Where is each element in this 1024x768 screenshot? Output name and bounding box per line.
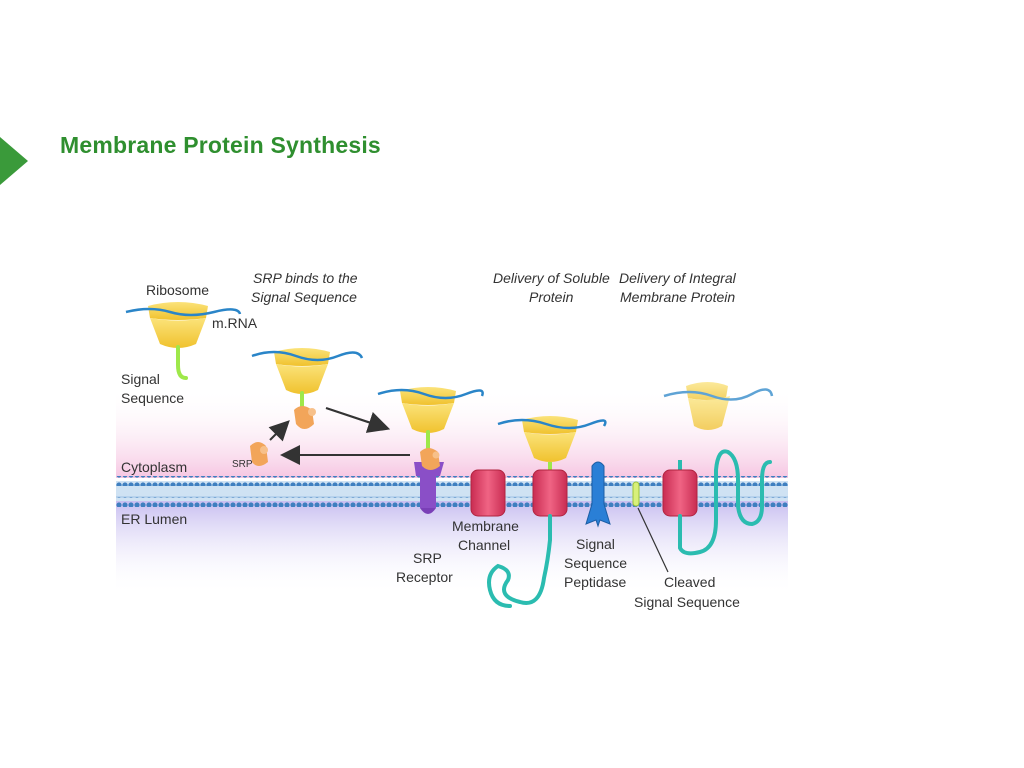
cleaved-signal-sequence (632, 481, 640, 507)
lipid-bilayer (116, 476, 788, 507)
srp-receptor (414, 448, 444, 514)
label-mrna: m.RNA (212, 315, 258, 331)
label-delivery-integral-line1: Delivery of Integral (619, 270, 737, 286)
label-ribosome: Ribosome (146, 282, 209, 298)
signal-peptidase (585, 461, 611, 528)
label-srp-binds-line2: Signal Sequence (251, 289, 357, 305)
label-signal-peptidase-line1: Signal (576, 536, 615, 552)
membrane-channel-3 (662, 469, 698, 517)
label-signal-peptidase-line3: Peptidase (564, 574, 626, 590)
slide-bullet-marker (0, 137, 28, 185)
label-signal-sequence-line2: Sequence (121, 390, 184, 406)
label-srp-receptor-line1: SRP (413, 550, 442, 566)
arrow-to-receptor (325, 406, 391, 433)
label-cytoplasm: Cytoplasm (121, 459, 187, 475)
integral-protein-chain (678, 449, 772, 556)
soluble-protein-chain (487, 514, 552, 608)
label-cleaved-signal-line2: Signal Sequence (634, 594, 740, 610)
label-signal-peptidase-line2: Sequence (564, 555, 627, 571)
ribosome-4 (497, 416, 607, 470)
cleaved-signal-pointer (637, 507, 669, 573)
slide-title: Membrane Protein Synthesis (60, 132, 381, 158)
label-cleaved-signal-line1: Cleaved (664, 574, 715, 590)
ribosome-1 (125, 302, 242, 380)
label-srp: SRP (232, 459, 253, 470)
membrane-channel-2 (532, 469, 568, 517)
ribosome-3 (377, 387, 484, 450)
label-er-lumen: ER Lumen (121, 511, 187, 527)
srp-particle (250, 442, 268, 466)
label-srp-binds-line1: SRP binds to the (253, 270, 358, 286)
membrane-channel-1 (470, 469, 506, 517)
ribosome-2 (251, 348, 364, 429)
arrow-srp-to-ribosome (268, 420, 290, 442)
label-delivery-soluble-line1: Delivery of Soluble (493, 270, 610, 286)
label-membrane-channel-line2: Channel (458, 537, 510, 553)
label-signal-sequence-line1: Signal (121, 371, 160, 387)
ribosome-5 (663, 382, 774, 430)
label-delivery-soluble-line2: Protein (529, 289, 574, 305)
label-srp-receptor-line2: Receptor (396, 569, 453, 585)
label-delivery-integral-line2: Membrane Protein (620, 289, 735, 305)
label-membrane-channel-line1: Membrane (452, 518, 519, 534)
